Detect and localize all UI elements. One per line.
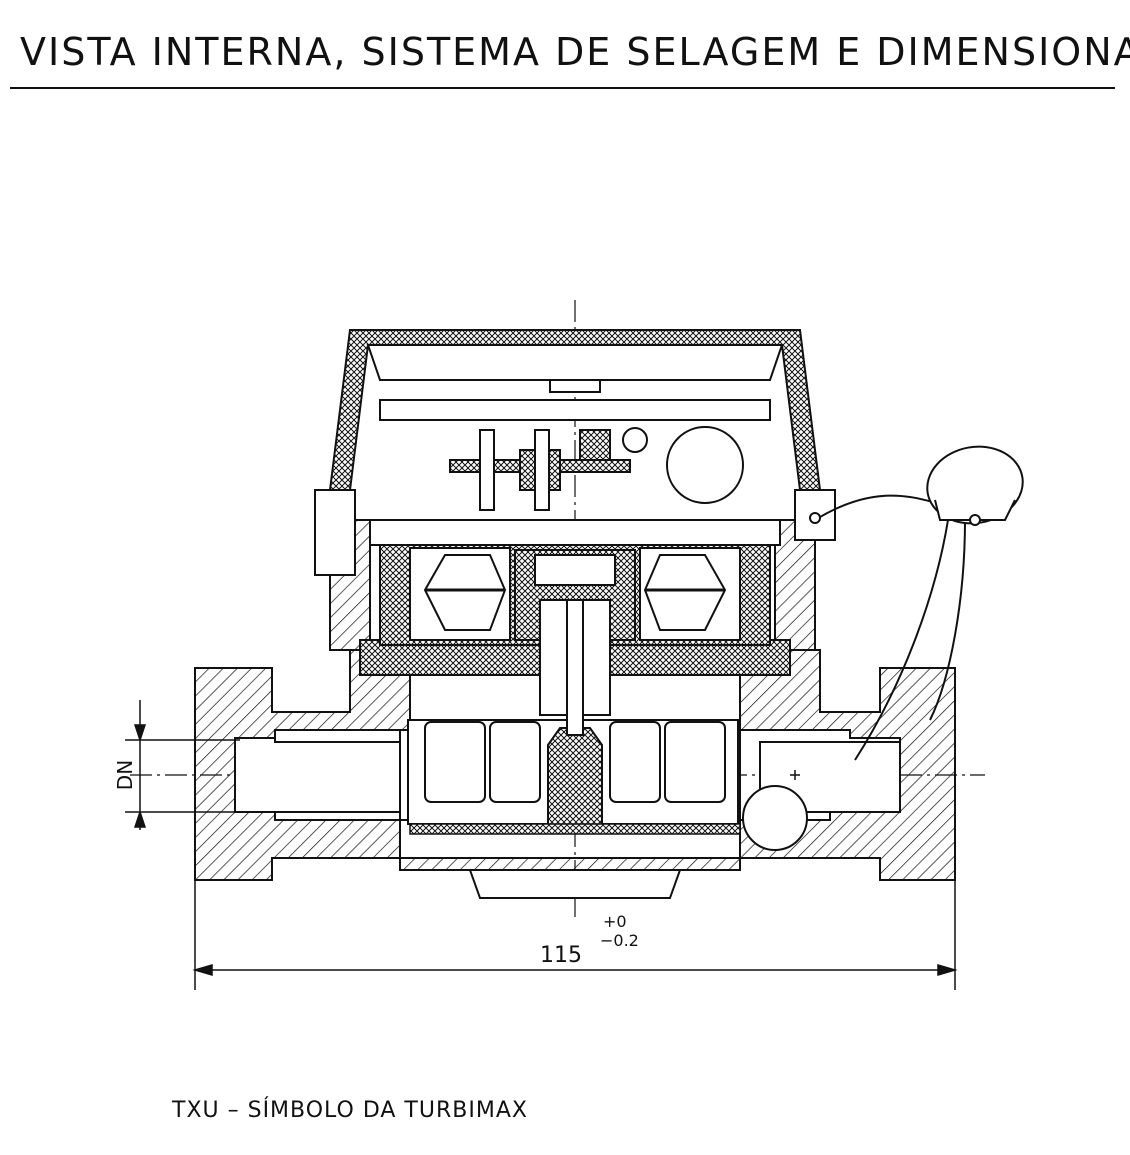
chamber-bottom-plate bbox=[409, 823, 741, 835]
outlet-ball bbox=[742, 785, 808, 851]
gear-train bbox=[449, 379, 744, 511]
turbine-hub bbox=[547, 727, 603, 826]
coupling-assembly bbox=[379, 544, 771, 736]
length-dimension bbox=[192, 880, 958, 990]
figure-caption: TXU – SÍMBOLO DA TURBIMAX bbox=[172, 1098, 528, 1123]
length-value: 115 bbox=[540, 943, 582, 968]
crosshair-mark bbox=[790, 770, 800, 780]
dn-label: DN bbox=[113, 760, 137, 790]
seal-assembly bbox=[809, 445, 1024, 761]
register-housing bbox=[314, 329, 836, 576]
tolerance-upper: +0 bbox=[603, 912, 627, 931]
lead-seal-icon bbox=[926, 445, 1024, 526]
bottom-boss bbox=[468, 869, 682, 899]
tolerance-lower: −0.2 bbox=[600, 931, 639, 950]
dn-dimension bbox=[125, 700, 240, 830]
page-title: VISTA INTERNA, SISTEMA DE SELAGEM E DIME… bbox=[20, 30, 1130, 74]
title-underline bbox=[10, 87, 1115, 89]
